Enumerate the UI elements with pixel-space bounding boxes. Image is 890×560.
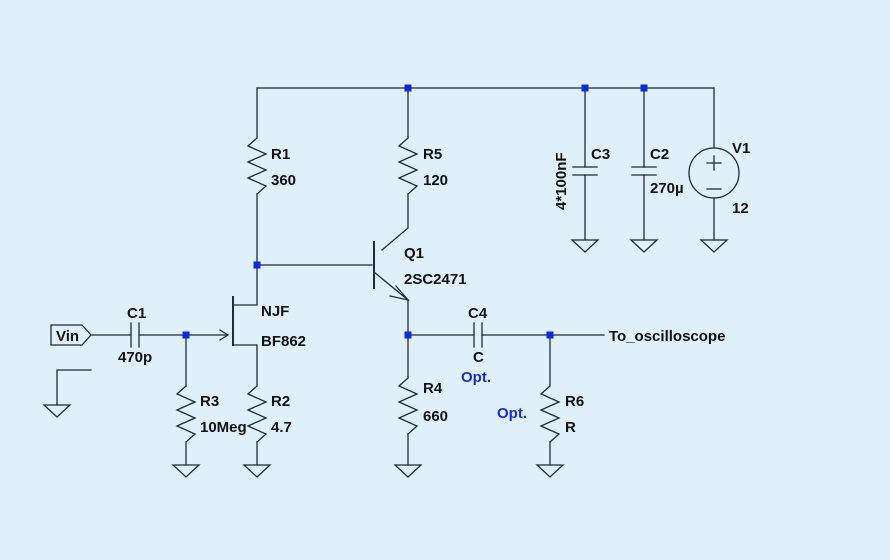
jfet-j1[interactable]: NJF BF862 — [185, 264, 306, 387]
c3-ref: C3 — [591, 146, 610, 163]
c4-note: Opt. — [461, 369, 491, 386]
junction-dot — [581, 84, 589, 92]
capacitor-c3[interactable]: C3 4*100nF — [553, 146, 610, 253]
jfet-value: BF862 — [261, 333, 306, 350]
jfet-ref: NJF — [261, 303, 289, 320]
r5-ref: R5 — [423, 146, 442, 163]
v1-value: 12 — [732, 200, 749, 217]
capacitor-c2[interactable]: C2 270µ — [629, 146, 684, 253]
junction-dot — [640, 84, 648, 92]
resistor-r6[interactable]: R6 R Opt. — [497, 334, 584, 478]
junctions — [182, 84, 648, 339]
r2-value: 4.7 — [271, 419, 292, 436]
r5-value: 120 — [423, 172, 448, 189]
junction-dot — [546, 331, 554, 339]
c3-value: 4*100nF — [553, 152, 570, 210]
r3-value: 10Meg — [200, 419, 247, 436]
junction-dot — [404, 84, 412, 92]
resistor-r4[interactable]: R4 660 — [393, 334, 448, 478]
r3-ref: R3 — [200, 393, 219, 410]
c2-ref: C2 — [650, 146, 669, 163]
resistor-r3[interactable]: R3 10Meg — [171, 334, 247, 478]
v1-ref: V1 — [732, 140, 750, 157]
r4-ref: R4 — [423, 380, 443, 397]
q1-value: 2SC2471 — [404, 271, 467, 288]
supply-rail — [256, 87, 715, 168]
capacitor-c1[interactable]: C1 470p — [90, 305, 187, 366]
resistor-r5[interactable]: R5 120 — [381, 137, 448, 251]
junction-dot — [253, 261, 261, 269]
c2-value: 270µ — [650, 180, 684, 197]
resistor-r2[interactable]: R2 4.7 — [242, 385, 292, 478]
c1-value: 470p — [118, 349, 152, 366]
junction-dot — [404, 331, 412, 339]
r4-value: 660 — [423, 408, 448, 425]
input-port-label: Vin — [56, 328, 79, 345]
junction-dot — [182, 331, 190, 339]
r6-ref: R6 — [565, 393, 584, 410]
r6-value: R — [565, 419, 576, 436]
r1-ref: R1 — [271, 146, 290, 163]
voltage-source-v1[interactable]: V1 12 — [688, 140, 750, 253]
c1-ref: C1 — [127, 305, 146, 322]
capacitor-c4[interactable]: C4 C Opt. — [407, 305, 605, 386]
q1-ref: Q1 — [404, 245, 424, 262]
r2-ref: R2 — [271, 393, 290, 410]
c4-ref: C4 — [468, 305, 488, 322]
output-net-label[interactable]: To_oscilloscope — [609, 328, 725, 345]
r1-value: 360 — [271, 172, 296, 189]
ground-symbol — [42, 369, 92, 418]
c4-value: C — [473, 349, 484, 366]
r6-note: Opt. — [497, 405, 527, 422]
input-port-vin[interactable]: Vin — [50, 324, 92, 346]
resistor-r1[interactable]: R1 360 — [246, 137, 296, 266]
transistor-q1[interactable]: Q1 2SC2471 — [256, 241, 467, 336]
